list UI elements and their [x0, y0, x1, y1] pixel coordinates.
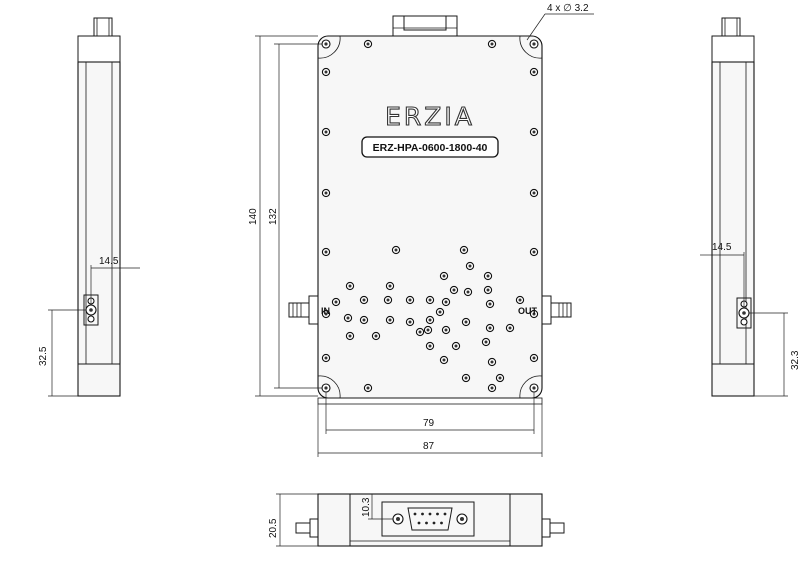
dim-width-total: 87: [423, 441, 435, 452]
end-view: 20.5 10.3: [268, 493, 565, 547]
dim-height-total: 140: [248, 208, 259, 225]
pin-icon: [417, 521, 421, 525]
output-connector: [541, 295, 572, 325]
model-label: ERZ-HPA-0600-1800-40: [373, 142, 488, 154]
dim-height-holes: 132: [268, 208, 279, 225]
front-view: ERZIA ERZ-HPA-0600-1800-40 IN OUT 4 x ∅ …: [248, 3, 594, 457]
pin-icon: [428, 512, 432, 516]
dim-left-offset: 14.5: [99, 256, 119, 267]
pin-icon: [425, 521, 428, 525]
pin-icon: [443, 512, 447, 516]
mounting-hole-br: [519, 375, 543, 399]
dim-connector-height: 10.3: [361, 497, 372, 517]
model-plate: [361, 136, 499, 158]
pin-icon: [432, 521, 436, 525]
right-side-view: 14.5 32.3: [700, 17, 800, 397]
output-label: OUT: [518, 306, 538, 316]
pin-icon: [440, 521, 443, 525]
dim-right-offset: 14.5: [712, 242, 732, 253]
left-side-view: 14.5 32.5: [38, 17, 140, 397]
dim-thickness: 20.5: [268, 518, 279, 538]
pin-icon: [436, 512, 439, 516]
mounting-hole-tr: [519, 35, 543, 59]
input-connector: [288, 295, 319, 325]
lid-screws: [321, 39, 539, 393]
pin-icon: [421, 512, 424, 516]
brand-logo: ERZIA: [385, 102, 475, 131]
pin-icon: [413, 512, 417, 516]
dim-right-height: 32.3: [790, 350, 800, 370]
holes-callout: 4 x ∅ 3.2: [547, 3, 589, 14]
dim-left-height: 32.5: [38, 346, 49, 366]
input-label: IN: [321, 306, 330, 316]
dim-width-holes: 79: [423, 418, 435, 429]
